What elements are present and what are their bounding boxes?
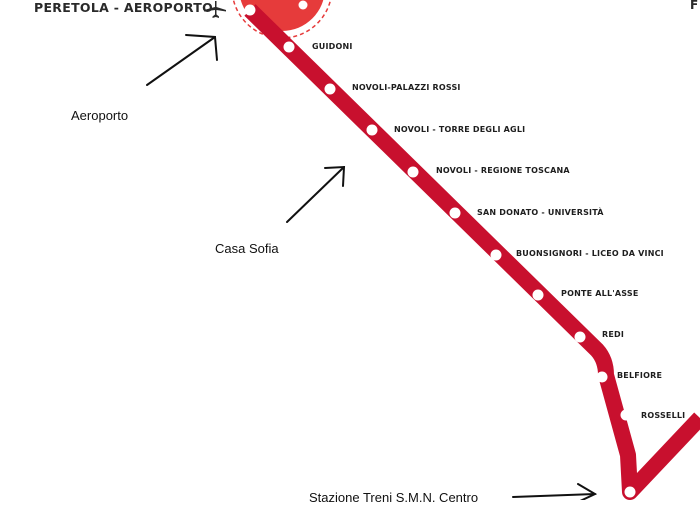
annotation-aeroporto: Aeroporto bbox=[71, 108, 129, 123]
stop-novoli-regione-toscana bbox=[407, 166, 419, 178]
stop-guidoni bbox=[283, 41, 295, 53]
stop-stazione bbox=[624, 486, 636, 498]
stop-terminus-secondary bbox=[298, 0, 308, 10]
stop-buonsignori-liceo-da-vinci bbox=[490, 249, 502, 261]
arrow-stazione bbox=[512, 483, 598, 500]
station-label: BUONSIGNORI - LICEO DA VINCI bbox=[516, 249, 664, 258]
annotation-stazione: Stazione Treni S.M.N. Centro bbox=[309, 490, 479, 505]
stop-terminus bbox=[244, 4, 256, 16]
terminus-label: PERETOLA - AEROPORTO bbox=[34, 0, 214, 15]
stop-rosselli bbox=[620, 409, 632, 421]
station-label: ROSSELLI bbox=[641, 411, 686, 420]
arrow-aeroporto bbox=[146, 34, 218, 86]
hand-drawn-arrows bbox=[146, 34, 598, 500]
station-label: NOVOLI - TORRE DEGLI AGLI bbox=[394, 125, 526, 134]
station-label: GUIDONI bbox=[312, 42, 353, 51]
stop-novoli-torre-degli-agli bbox=[366, 124, 378, 136]
annotation-casa-sofia: Casa Sofia bbox=[215, 241, 279, 256]
station-label: NOVOLI-PALAZZI ROSSI bbox=[352, 83, 461, 92]
station-label: BELFIORE bbox=[617, 371, 663, 380]
airplane-icon bbox=[204, 1, 226, 18]
arrow-casa-sofia bbox=[286, 165, 346, 223]
stops bbox=[244, 0, 636, 498]
tram-line bbox=[244, 4, 700, 500]
edge-text: F bbox=[690, 0, 699, 12]
stop-novoli-palazzi-rossi bbox=[324, 83, 336, 95]
station-label: NOVOLI - REGIONE TOSCANA bbox=[436, 166, 570, 175]
station-label: REDI bbox=[602, 330, 625, 339]
stop-belfiore bbox=[596, 371, 608, 383]
station-label: SAN DONATO - UNIVERSITÀ bbox=[477, 208, 604, 217]
stop-redi bbox=[574, 331, 586, 343]
stop-san-donato-universita bbox=[449, 207, 461, 219]
station-label: PONTE ALL'ASSE bbox=[561, 289, 639, 298]
stop-ponte-all-asse bbox=[532, 289, 544, 301]
